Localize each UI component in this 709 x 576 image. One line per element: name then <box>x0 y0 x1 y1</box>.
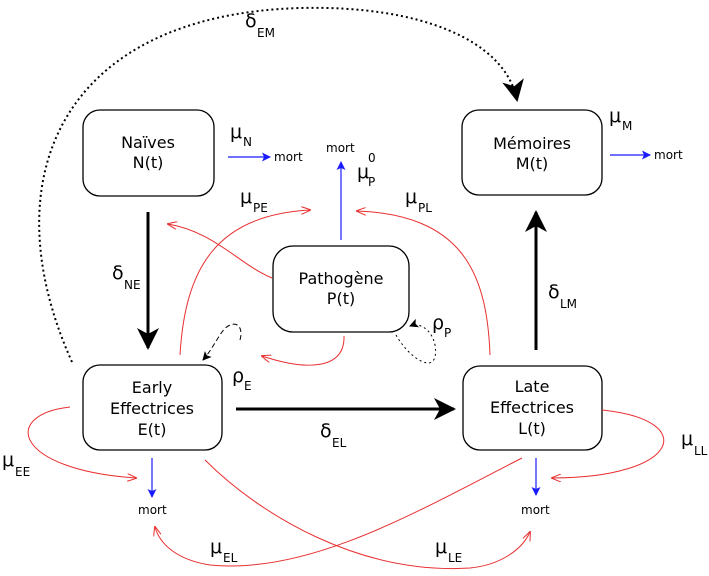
label-delta-lm: δ LM <box>548 281 577 311</box>
arrow-mu-le <box>204 459 530 570</box>
label-delta-em-sym: δ <box>245 10 257 32</box>
label-delta-ne-sym: δ <box>112 262 124 284</box>
label-delta-em-sub: EM <box>257 26 275 40</box>
node-naives-name: Naïves <box>121 133 175 152</box>
arrow-mu-pe <box>168 224 273 279</box>
node-late-line2: Effectrices <box>490 398 574 417</box>
label-delta-el: δ EL <box>320 420 347 450</box>
loop-rho-p <box>395 318 437 364</box>
mort-label-early: mort <box>138 503 167 517</box>
node-pathogene-var: P(t) <box>327 289 355 308</box>
node-early-effectrices: Early Effectrices E(t) <box>82 364 223 451</box>
label-delta-em: δ EM <box>245 10 275 40</box>
arrow-mu-ee <box>27 406 136 478</box>
node-late-var: L(t) <box>518 419 546 438</box>
label-mu-pe: μ PE <box>240 186 268 215</box>
label-mu-ee-sym: μ <box>2 449 14 471</box>
label-rho-e: ρ E <box>232 365 252 393</box>
label-mu-le: μ LE <box>435 536 462 565</box>
arrow-mu-el <box>155 457 523 567</box>
label-mu-ll-sym: μ <box>681 428 693 450</box>
label-mu-ll-sub: LL <box>694 444 708 458</box>
label-rho-e-sym: ρ <box>232 365 244 387</box>
label-mu-p0-sym: μ <box>357 161 369 183</box>
label-mu-ll: μ LL <box>681 428 708 458</box>
label-delta-el-sub: EL <box>332 436 347 450</box>
label-delta-el-sym: δ <box>320 420 332 442</box>
label-mu-pe-sym: μ <box>240 186 252 208</box>
label-rho-p-sub: P <box>444 326 451 340</box>
label-delta-lm-sub: LM <box>560 297 577 311</box>
arrow-mu-ll <box>552 409 665 478</box>
label-mu-n-sym: μ <box>230 121 242 143</box>
label-mu-n-sub: N <box>243 135 252 149</box>
node-memoires-var: M(t) <box>516 154 549 173</box>
mort-label-late: mort <box>521 503 550 517</box>
arrow-mu-pl <box>357 211 491 356</box>
label-mu-le-sym: μ <box>435 536 447 558</box>
label-rho-p: ρ P <box>432 312 451 340</box>
label-mu-p0-sup: 0 <box>368 151 376 165</box>
label-mu-el-sub: EL <box>223 551 238 565</box>
label-mu-pe-sub: PE <box>253 201 268 215</box>
label-mu-el: μ EL <box>210 536 238 565</box>
node-early-var: E(t) <box>138 420 167 439</box>
label-mu-m: μ M <box>609 105 632 133</box>
label-mu-ee-sub: EE <box>15 465 30 479</box>
label-rho-e-sub: E <box>244 379 252 393</box>
label-mu-m-sub: M <box>622 119 632 133</box>
mort-label-pathogene: mort <box>326 141 355 155</box>
label-mu-p0: μ 0 P <box>357 151 376 189</box>
label-mu-p0-sub: P <box>368 175 375 189</box>
mort-label-naives: mort <box>274 150 303 164</box>
label-delta-ne-sub: NE <box>124 278 141 292</box>
label-mu-n: μ N <box>230 121 252 149</box>
label-mu-ee: μ EE <box>2 449 30 479</box>
node-memoires: Mémoires M(t) <box>461 109 603 196</box>
node-early-line1: Early <box>132 378 172 397</box>
label-mu-le-sub: LE <box>448 551 462 565</box>
node-late-line1: Late <box>515 377 550 396</box>
label-mu-el-sym: μ <box>210 536 222 558</box>
label-delta-ne: δ NE <box>112 262 141 292</box>
loop-rho-e <box>202 323 242 361</box>
node-late-effectrices: Late Effectrices L(t) <box>462 365 603 451</box>
label-mu-pl-sub: PL <box>418 201 432 215</box>
label-mu-pl-sym: μ <box>405 186 417 208</box>
node-early-line2: Effectrices <box>110 399 194 418</box>
node-naives-var: N(t) <box>133 153 164 172</box>
node-naives: Naïves N(t) <box>82 109 215 197</box>
label-delta-lm-sym: δ <box>548 281 560 303</box>
node-memoires-name: Mémoires <box>493 134 571 153</box>
arrow-mu-p-to-e <box>262 335 345 366</box>
mort-label-memoires: mort <box>654 148 683 162</box>
label-mu-pl: μ PL <box>405 186 432 215</box>
label-mu-m-sym: μ <box>609 105 621 127</box>
label-rho-p-sym: ρ <box>432 312 444 334</box>
node-pathogene: Pathogène P(t) <box>272 245 410 333</box>
arrow-delta-em <box>38 6 524 363</box>
arrow-mu-pe-e <box>179 210 310 356</box>
node-pathogene-name: Pathogène <box>299 269 384 288</box>
